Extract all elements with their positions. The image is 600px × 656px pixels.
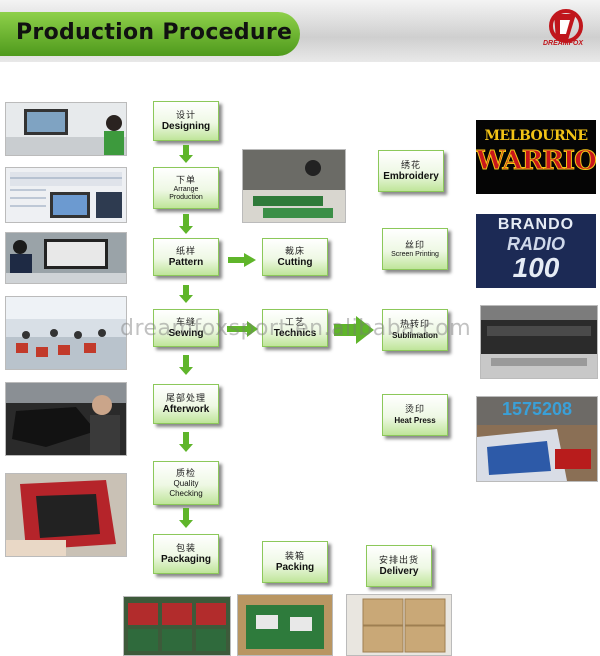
step-label-en: Pattern	[168, 256, 204, 268]
sample-sublimation-printer	[480, 305, 598, 379]
step-label-zh: 烫印	[404, 403, 425, 414]
step-label-zh: 丝印	[404, 239, 425, 250]
step-label-zh: 热转印	[399, 318, 430, 329]
arrow-down-icon	[179, 214, 193, 234]
sample-text-line1: MELBOURNE	[484, 128, 588, 144]
quality-check-icon	[6, 474, 126, 556]
photo-afterwork	[5, 382, 127, 456]
arrow-right-icon	[227, 321, 258, 337]
step-label-zh: 工艺	[284, 316, 305, 327]
photo-cutting-table	[242, 149, 346, 223]
arrow-down-icon	[179, 355, 193, 375]
step-screen-printing: 丝印 Screen Printing	[382, 228, 448, 270]
step-label-en: Heat Press	[394, 415, 436, 425]
step-label-en: Designing	[161, 120, 211, 132]
order-form-icon	[6, 168, 126, 222]
step-label-zh: 质检	[175, 467, 196, 478]
cartons-icon	[347, 595, 451, 655]
sample-text-line1: BRANDO	[497, 216, 575, 233]
step-label-en: Packing	[275, 561, 315, 573]
step-label-zh: 装箱	[284, 550, 305, 561]
step-label-en: Sewing	[168, 327, 204, 339]
step-designing: 设计 Designing	[153, 101, 219, 141]
step-label-zh: 设计	[175, 109, 196, 120]
sample-number-text: 1575208	[501, 399, 573, 419]
afterwork-icon	[6, 383, 126, 455]
step-afterwork: 尾部处理 Afterwork	[153, 384, 219, 424]
page-title: Production Procedure	[16, 20, 293, 45]
packaging-icon	[124, 597, 230, 655]
step-label-zh: 安排出货	[378, 554, 419, 565]
photo-pattern-room	[5, 232, 127, 284]
cutting-table-icon	[243, 150, 345, 222]
step-label-zh: 绣花	[400, 159, 421, 170]
heat-press-icon	[477, 425, 597, 481]
watermark-text: dreamfoxsport.en.alibaba.com	[120, 316, 472, 341]
step-label-en-2: Checking	[169, 488, 203, 498]
sample-screen-printing: BRANDO RADIO 100	[476, 214, 596, 288]
step-quality-checking: 质检 Quality Checking	[153, 461, 219, 505]
step-label-en: Technics	[273, 327, 317, 339]
step-label-zh: 包装	[175, 542, 196, 553]
arrow-down-icon	[179, 432, 193, 452]
step-embroidery: 绣花 Embroidery	[378, 150, 444, 192]
printer-icon	[481, 306, 597, 378]
packing-box-icon	[238, 595, 332, 655]
embroidery-sample-icon	[476, 120, 596, 194]
step-label-en: Delivery	[379, 565, 419, 577]
step-packing: 装箱 Packing	[262, 541, 328, 583]
step-label-en: Packaging	[160, 553, 212, 565]
step-label-zh: 下单	[175, 174, 196, 185]
brand-name: DREAMFOX	[542, 40, 584, 47]
step-label-en: Screen Printing	[391, 250, 439, 258]
arrow-down-icon	[179, 145, 193, 163]
step-label-en: Embroidery	[383, 170, 439, 182]
arrow-right-icon	[228, 253, 256, 267]
arrow-down-icon	[179, 285, 193, 303]
sewing-floor-icon	[6, 297, 126, 369]
step-label-en: Afterwork	[162, 403, 210, 415]
sample-text-line2: WARRIORS	[476, 146, 596, 177]
step-sublimation: 热转印 Sublimation	[382, 309, 448, 351]
step-label-zh: 纸样	[175, 245, 196, 256]
step-label-en: Arrange	[173, 185, 199, 193]
sample-text-line2: RADIO	[507, 234, 565, 254]
step-label-zh: 尾部处理	[165, 392, 206, 403]
arrow-right-icon	[334, 316, 374, 344]
arrow-down-icon	[179, 508, 193, 528]
photo-packaging	[123, 596, 231, 656]
photo-design-office	[5, 102, 127, 156]
step-label-en: Cutting	[277, 256, 313, 268]
step-cutting: 裁床 Cutting	[262, 238, 328, 276]
step-arrange-production: 下单 Arrange Production	[153, 167, 219, 209]
step-sewing: 车缝 Sewing	[153, 309, 219, 347]
photo-sewing-floor	[5, 296, 127, 370]
header-green-bar	[0, 12, 300, 56]
step-label-en: Sublimation	[392, 330, 438, 340]
step-heat-press: 烫印 Heat Press	[382, 394, 448, 436]
photo-delivery-cartons	[346, 594, 452, 656]
sample-heat-press: 1575208	[476, 396, 598, 482]
step-packaging: 包装 Packaging	[153, 534, 219, 574]
step-label-zh: 车缝	[175, 316, 196, 327]
photo-order-screen	[5, 167, 127, 223]
step-label-zh: 裁床	[284, 245, 305, 256]
photo-packing-box	[237, 594, 333, 656]
step-label-en-2: Production	[169, 193, 203, 201]
pattern-room-icon	[6, 233, 126, 283]
dreamfox-logo-icon	[549, 9, 583, 43]
photo-quality-check	[5, 473, 127, 557]
sample-text-line3: 100	[512, 252, 560, 283]
step-label-en: Quality	[173, 478, 199, 488]
step-delivery: 安排出货 Delivery	[366, 545, 432, 587]
step-pattern: 纸样 Pattern	[153, 238, 219, 276]
header-banner: Production Procedure DREAMFOX	[0, 0, 600, 62]
sample-embroidery: MELBOURNE WARRIORS	[476, 120, 596, 194]
step-technics: 工艺 Technics	[262, 309, 328, 347]
office-scene-icon	[6, 103, 126, 155]
